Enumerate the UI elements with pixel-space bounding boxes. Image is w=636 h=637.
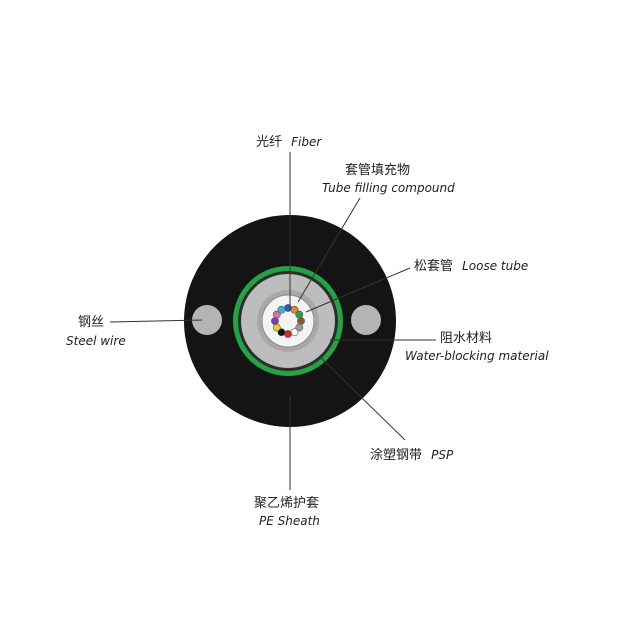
leader-filling [297,197,361,303]
label-loose-tube: 松套管 Loose tube [414,255,528,274]
fiber-bundle [271,304,305,338]
leader-steel-wire [109,319,203,323]
label-steel-wire-en: Steel wire [66,334,126,348]
leader-lines [109,152,436,490]
label-fiber: 光纤 Fiber [256,131,322,150]
fiber-6 [290,328,299,337]
fiber-5 [295,323,304,332]
label-sheath-cn: 聚乙烯护套 [254,495,319,511]
label-water-blocking-en: Water-blocking material [405,349,549,363]
fiber-10 [271,317,279,325]
label-sheath-en: PE Sheath [259,514,320,528]
fiber-3 [295,310,304,319]
fiber-2 [290,305,299,314]
fiber-8 [277,328,286,337]
fiber-11 [272,310,281,319]
leader-psp [319,356,406,441]
loose-tube [261,294,315,348]
label-water-blocking-cn: 阻水材料 [440,331,492,346]
leader-loose-tube [305,267,411,313]
label-steel-wire-cn: 钢丝 [78,315,104,330]
steel-wire-right [351,305,381,335]
steel-wire-left [192,305,222,335]
fiber-9 [272,323,281,332]
label-psp: 涂塑钢带 PSP [370,444,454,463]
fiber-1 [284,304,292,312]
label-filling-en: Tube filling compound [322,181,455,195]
fiber-12 [277,305,286,314]
fiber-7 [284,330,292,338]
label-filling-cn: 套管填充物 [345,162,410,178]
fiber-4 [297,317,305,325]
